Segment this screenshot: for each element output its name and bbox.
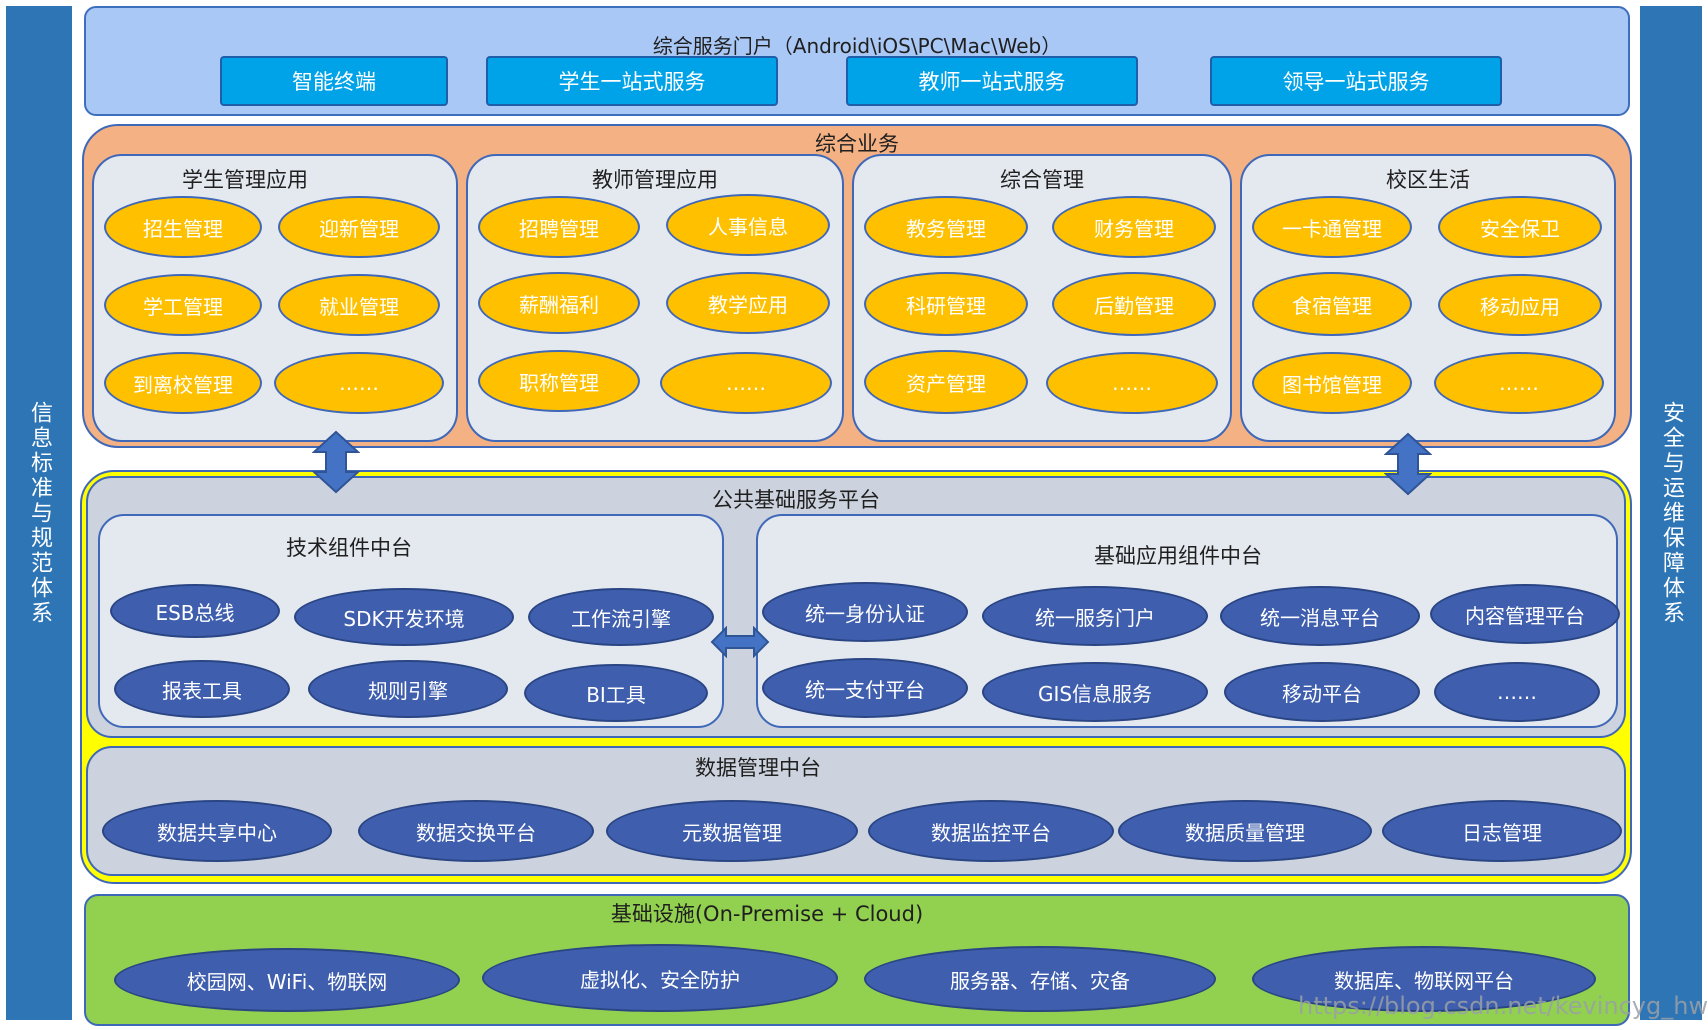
portal-button-terminal[interactable]: 智能终端 bbox=[220, 56, 448, 106]
business-title: 综合业务 bbox=[815, 132, 899, 156]
data-oval[interactable]: 数据共享中心 bbox=[102, 800, 332, 862]
app-oval[interactable]: 统一身份认证 bbox=[762, 582, 968, 642]
infra-oval[interactable]: 数据库、物联网平台 bbox=[1252, 946, 1596, 1012]
app-component-box: 基础应用组件中台 统一身份认证 统一服务门户 统一消息平台 内容管理平台 统一支… bbox=[756, 514, 1620, 728]
item-oval[interactable]: 一卡通管理 bbox=[1252, 196, 1412, 258]
item-oval[interactable]: 移动应用 bbox=[1438, 274, 1602, 336]
item-oval[interactable]: 教学应用 bbox=[666, 272, 830, 334]
item-oval[interactable]: 资产管理 bbox=[864, 350, 1028, 414]
tech-oval[interactable]: 规则引擎 bbox=[308, 660, 508, 718]
app-oval[interactable]: 内容管理平台 bbox=[1430, 584, 1620, 644]
data-oval[interactable]: 数据质量管理 bbox=[1118, 800, 1372, 862]
group-title: 教师管理应用 bbox=[592, 168, 718, 192]
right-side-bar: 安全与运维保障体系 bbox=[1640, 6, 1702, 1020]
portal-button-teacher[interactable]: 教师一站式服务 bbox=[846, 56, 1138, 106]
left-side-bar: 信息标准与规范体系 bbox=[6, 6, 72, 1020]
item-oval[interactable]: 图书馆管理 bbox=[1252, 352, 1412, 414]
item-oval[interactable]: 就业管理 bbox=[278, 274, 440, 336]
data-oval[interactable]: 数据交换平台 bbox=[358, 800, 594, 862]
app-oval[interactable]: GIS信息服务 bbox=[982, 662, 1208, 722]
item-oval[interactable]: 学工管理 bbox=[104, 274, 262, 336]
tech-oval[interactable]: BI工具 bbox=[524, 664, 708, 722]
item-oval[interactable]: 后勤管理 bbox=[1052, 272, 1216, 336]
infra-oval[interactable]: 虚拟化、安全防护 bbox=[482, 944, 838, 1012]
infrastructure-layer: 基础设施(On-Premise + Cloud) 校园网、WiFi、物联网 虚拟… bbox=[84, 894, 1630, 1026]
data-mgmt-title: 数据管理中台 bbox=[695, 756, 821, 780]
item-oval[interactable]: 职称管理 bbox=[478, 350, 640, 412]
portal-button-leader[interactable]: 领导一站式服务 bbox=[1210, 56, 1502, 106]
tech-oval[interactable]: 报表工具 bbox=[114, 660, 290, 718]
app-oval[interactable]: …… bbox=[1434, 662, 1600, 722]
tech-component-box: 技术组件中台 ESB总线 SDK开发环境 工作流引擎 报表工具 规则引擎 BI工… bbox=[98, 514, 724, 728]
tech-oval[interactable]: 工作流引擎 bbox=[528, 588, 714, 646]
group-title: 校区生活 bbox=[1386, 168, 1470, 192]
portal-title: 综合服务门户（Android\iOS\PC\Mac\Web） bbox=[652, 34, 1062, 58]
tech-title: 技术组件中台 bbox=[286, 536, 412, 560]
item-oval[interactable]: 食宿管理 bbox=[1252, 272, 1412, 336]
platform-title: 公共基础服务平台 bbox=[712, 488, 880, 512]
infra-oval[interactable]: 服务器、存储、灾备 bbox=[864, 946, 1216, 1012]
app-title: 基础应用组件中台 bbox=[1094, 544, 1262, 568]
data-oval[interactable]: 数据监控平台 bbox=[868, 800, 1114, 862]
item-oval[interactable]: 科研管理 bbox=[864, 272, 1028, 336]
item-oval[interactable]: 人事信息 bbox=[666, 194, 830, 256]
data-oval[interactable]: 日志管理 bbox=[1382, 800, 1622, 862]
item-oval[interactable]: 到离校管理 bbox=[104, 352, 262, 414]
item-oval[interactable]: 迎新管理 bbox=[278, 196, 440, 258]
app-oval[interactable]: 统一消息平台 bbox=[1220, 586, 1420, 646]
infra-oval[interactable]: 校园网、WiFi、物联网 bbox=[114, 948, 460, 1012]
vertical-arrow-right bbox=[1384, 432, 1432, 496]
item-oval[interactable]: 财务管理 bbox=[1052, 196, 1216, 258]
tech-oval[interactable]: ESB总线 bbox=[110, 584, 280, 638]
item-oval[interactable]: …… bbox=[1046, 352, 1218, 414]
data-management-box: 数据管理中台 数据共享中心 数据交换平台 元数据管理 数据监控平台 数据质量管理… bbox=[86, 746, 1626, 876]
group-teacher: 教师管理应用 招聘管理 人事信息 薪酬福利 教学应用 职称管理 …… bbox=[466, 154, 844, 442]
tech-oval[interactable]: SDK开发环境 bbox=[294, 588, 514, 646]
group-campus: 校区生活 一卡通管理 安全保卫 食宿管理 移动应用 图书馆管理 …… bbox=[1240, 154, 1616, 442]
portal-button-student[interactable]: 学生一站式服务 bbox=[486, 56, 778, 106]
portal-layer: 综合服务门户（Android\iOS\PC\Mac\Web） 智能终端 学生一站… bbox=[84, 6, 1630, 116]
group-general: 综合管理 教务管理 财务管理 科研管理 后勤管理 资产管理 …… bbox=[852, 154, 1232, 442]
group-student: 学生管理应用 招生管理 迎新管理 学工管理 就业管理 到离校管理 …… bbox=[92, 154, 458, 442]
app-oval[interactable]: 统一服务门户 bbox=[982, 586, 1208, 646]
app-oval[interactable]: 统一支付平台 bbox=[762, 658, 968, 718]
data-oval[interactable]: 元数据管理 bbox=[606, 800, 858, 862]
item-oval[interactable]: 招生管理 bbox=[104, 196, 262, 258]
item-oval[interactable]: 薪酬福利 bbox=[478, 272, 640, 334]
item-oval[interactable]: 招聘管理 bbox=[478, 196, 640, 258]
item-oval[interactable]: …… bbox=[274, 352, 444, 414]
infra-title: 基础设施(On-Premise + Cloud) bbox=[610, 902, 924, 926]
group-title: 学生管理应用 bbox=[182, 168, 308, 192]
item-oval[interactable]: …… bbox=[1434, 352, 1604, 414]
app-oval[interactable]: 移动平台 bbox=[1224, 662, 1420, 722]
item-oval[interactable]: 教务管理 bbox=[864, 196, 1028, 258]
item-oval[interactable]: …… bbox=[660, 352, 832, 414]
item-oval[interactable]: 安全保卫 bbox=[1438, 196, 1602, 258]
watermark: https://blog.csdn.net/kevincyg_hw bbox=[1298, 992, 1708, 1020]
group-title: 综合管理 bbox=[1000, 168, 1084, 192]
horizontal-arrow-middle bbox=[710, 626, 770, 658]
vertical-arrow-left bbox=[312, 430, 360, 494]
